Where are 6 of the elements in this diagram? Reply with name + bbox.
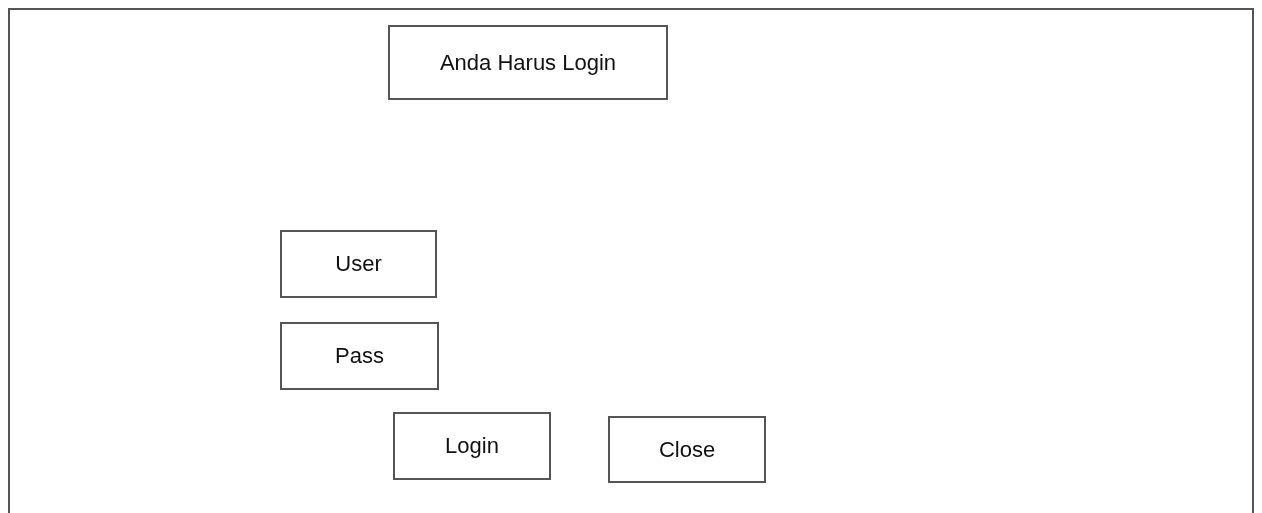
- login-button: Login: [393, 412, 551, 480]
- password-field: Pass: [280, 322, 439, 390]
- user-field: User: [280, 230, 437, 298]
- window-frame: [8, 8, 1254, 513]
- title-banner: Anda Harus Login: [388, 25, 668, 100]
- close-button: Close: [608, 416, 766, 483]
